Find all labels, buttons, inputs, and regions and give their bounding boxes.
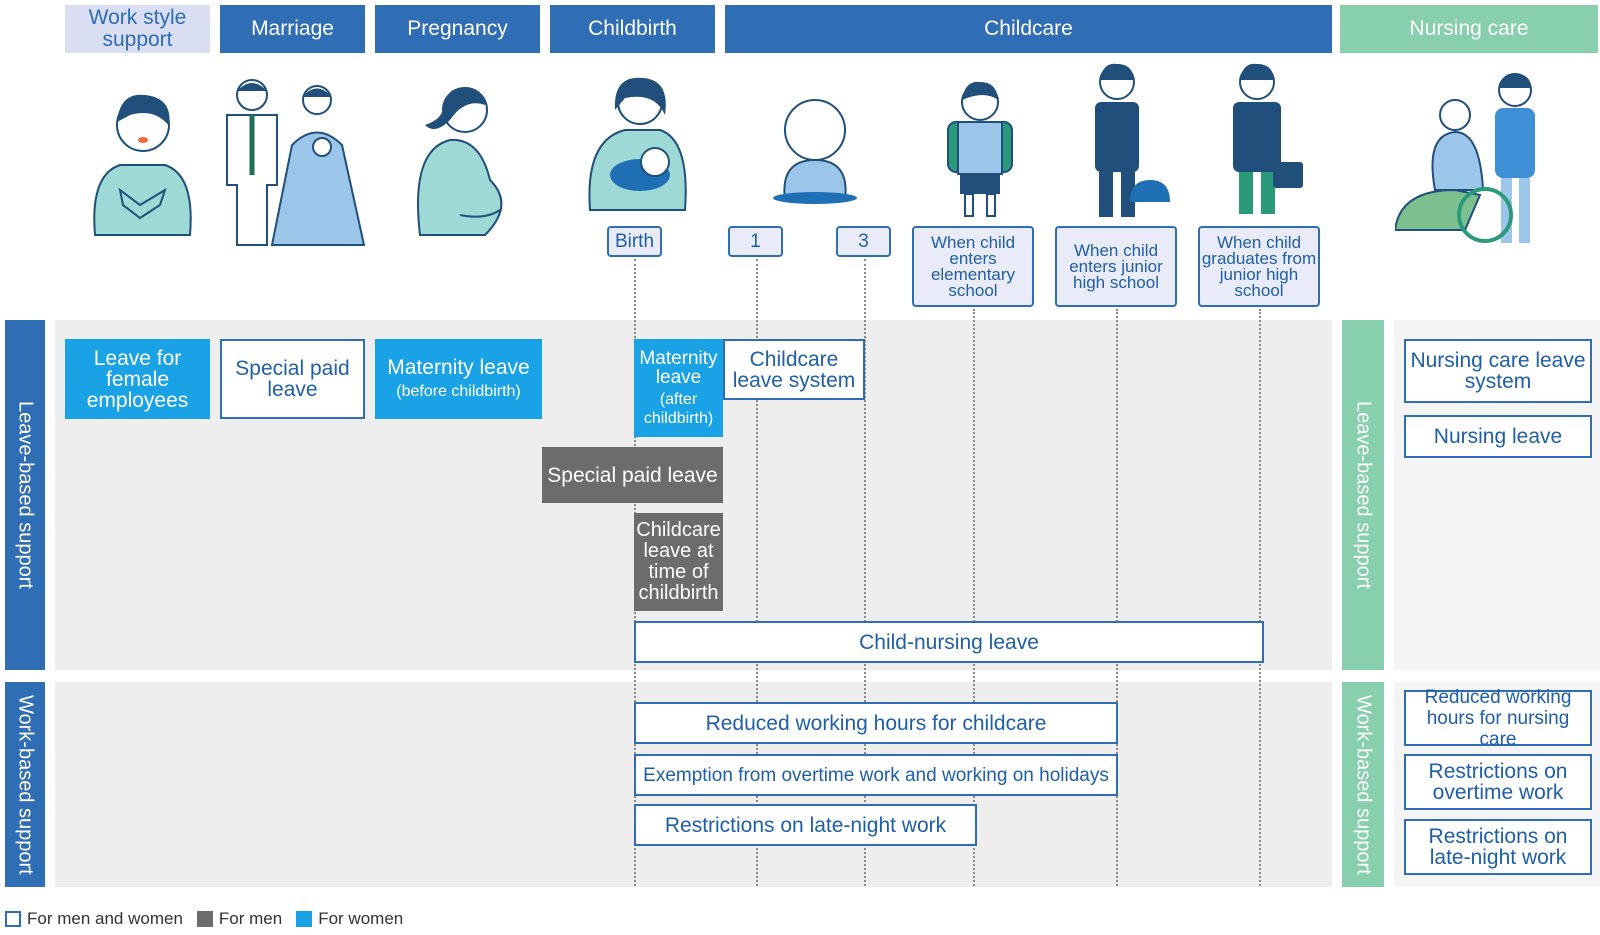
header-childbirth: Childbirth [550,5,715,53]
marker-age-1: 1 [728,226,783,257]
schoolchild-with-backpack-illustration [947,81,1013,217]
maternity-after-sub: (after childbirth) [643,390,714,427]
box-restrictions-overtime: Restrictions on overtime work [1404,754,1592,810]
header-childcare: Childcare [725,5,1332,53]
woman-hands-on-chest-illustration [93,94,192,236]
timeline-age1-line [756,259,758,886]
section-work-based-left: Work-based support [5,682,45,887]
legend-swatch-women [296,911,313,927]
mother-holding-baby-illustration [588,77,687,211]
timeline-age3-line [864,259,866,886]
marker-elementary-school: When child enters elementary school [912,226,1034,307]
marker-birth: Birth [607,226,662,257]
legend-label-men: For men [218,909,283,928]
maternity-after-label: Maternity leave [639,347,718,388]
timeline-graduates-line [1259,309,1261,886]
legend-label-women: For women [318,909,404,928]
box-restrictions-late-night: Restrictions on late-night work [634,804,977,846]
wheelchair-caregiver-illustration [1395,73,1535,243]
box-nursing-leave: Nursing leave [1404,415,1592,458]
box-leave-female-employees: Leave for female employees [65,339,210,419]
header-marriage: Marriage [220,5,365,53]
section-work-based-right: Work-based support [1342,682,1384,887]
box-reduced-hours-childcare: Reduced working hours for childcare [634,702,1118,744]
box-restrictions-late-night-nursing: Restrictions on late-night work [1404,819,1592,875]
legend-label-both: For men and women [27,909,183,928]
box-reduced-hours-nursing: Reduced working hours for nursing care [1404,687,1592,750]
header-nursing-care: Nursing care [1340,5,1598,53]
maternity-before-sub: (before childbirth) [396,382,521,400]
marker-age-3: 3 [836,226,891,257]
box-exemption-overtime-holidays: Exemption from overtime work and working… [634,754,1118,796]
box-child-nursing-leave: Child-nursing leave [634,621,1264,663]
box-nursing-care-leave-system: Nursing care leave system [1404,339,1592,403]
marker-graduates-junior-high: When child graduates from junior high sc… [1198,226,1320,307]
pregnant-woman-illustration [417,87,503,236]
box-maternity-before: Maternity leave (before childbirth) [375,339,542,419]
header-pregnancy: Pregnancy [375,5,540,53]
legend: For men and women For men For women [5,909,403,929]
box-special-paid-leave-men: Special paid leave [542,447,723,503]
box-childcare-leave-at-childbirth: Childcare leave at time of childbirth [634,513,723,611]
baby-illustration [773,99,857,204]
box-maternity-after: Maternity leave (after childbirth) [634,339,723,437]
legend-swatch-both [5,911,21,927]
marker-junior-high-school: When child enters junior high school [1055,226,1177,307]
legend-swatch-men [196,911,213,927]
timeline-junior-high-line [1116,309,1118,886]
graduate-student-illustration [1233,63,1303,214]
junior-high-student-illustration [1095,63,1170,217]
header-work-style: Work style support [65,5,210,53]
timeline-elementary-line [973,309,975,886]
box-childcare-leave-system: Childcare leave system [723,339,865,400]
maternity-before-label: Maternity leave [387,355,530,379]
section-leave-based-left: Leave-based support [5,320,45,670]
box-special-paid-leave: Special paid leave [220,339,365,419]
section-leave-based-right: Leave-based support [1342,320,1384,670]
wedding-couple-illustration [226,79,366,246]
